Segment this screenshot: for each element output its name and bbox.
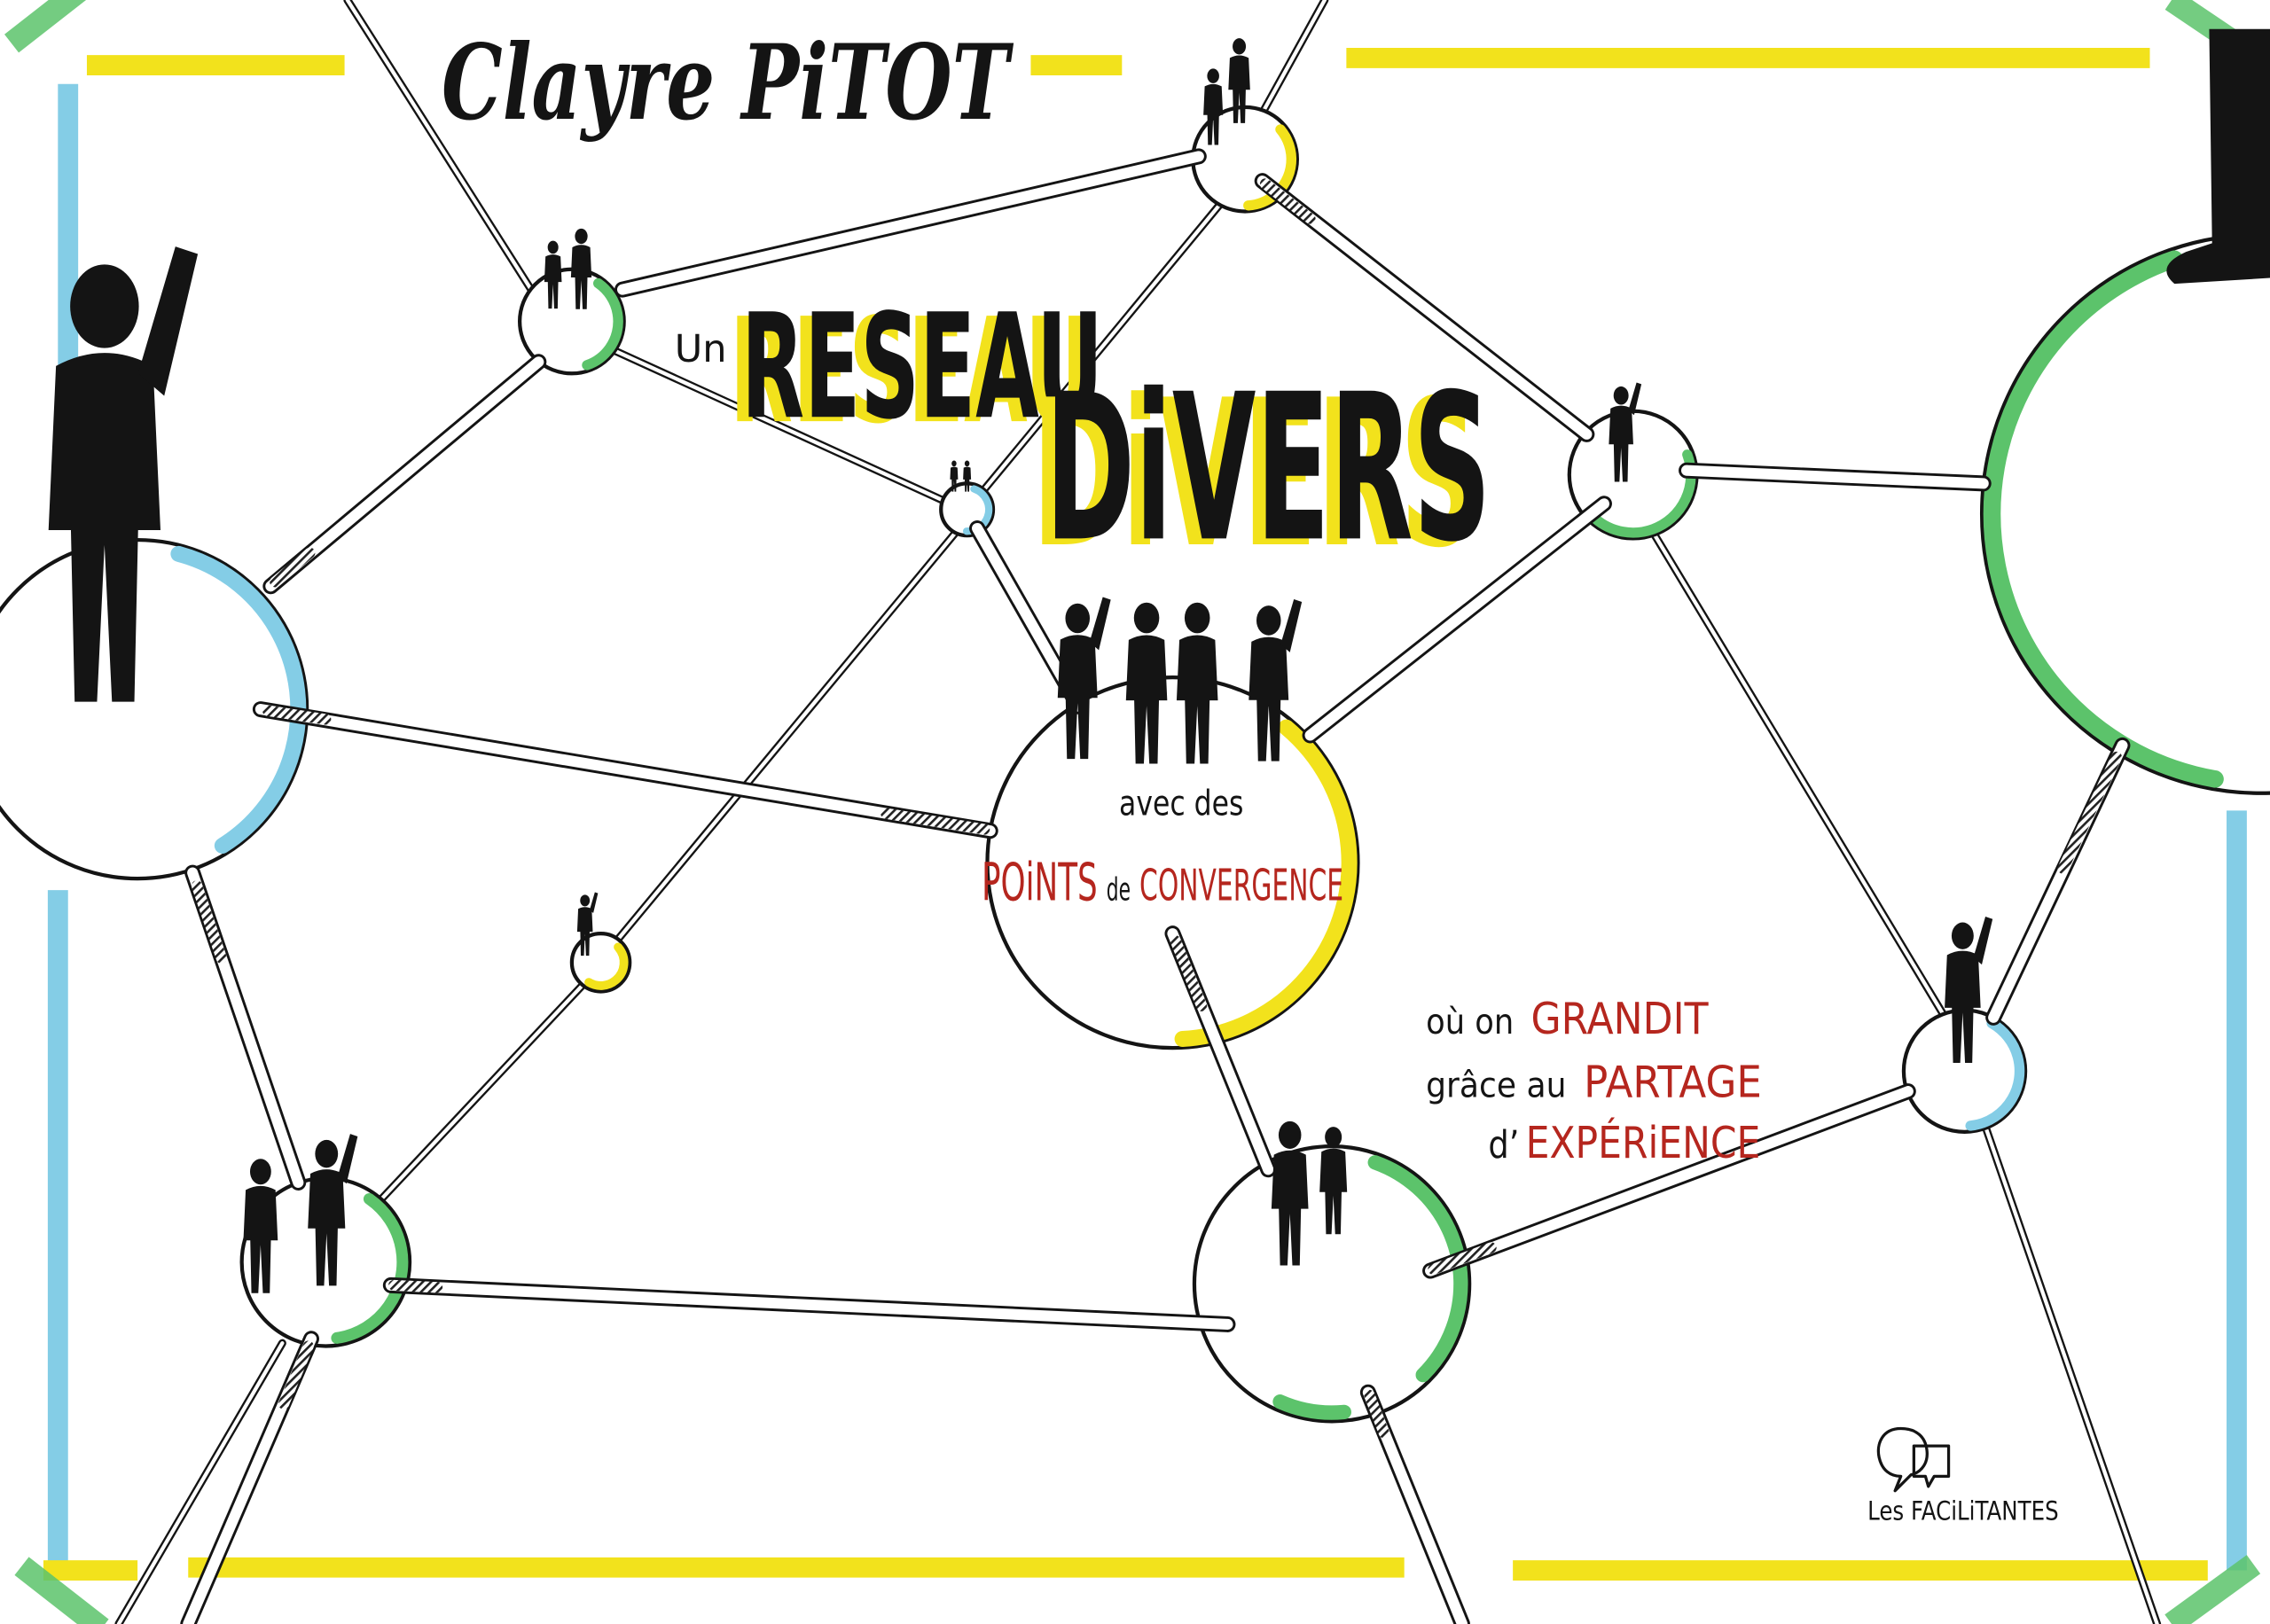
giant-figure-legs: [2166, 28, 2270, 285]
connection-tube: [1359, 1384, 1470, 1624]
connection-tube: [1164, 925, 1277, 1178]
growth-line-2-prefix: grâce au: [1426, 1066, 1566, 1106]
connection-line: [114, 1339, 286, 1624]
connection-line: [1982, 1125, 2162, 1624]
connection-tube: [1254, 173, 1595, 442]
growth-line-3-prefix: d’: [1488, 1124, 1519, 1167]
convergence-word: CONVERGENCE: [1139, 861, 1343, 911]
connection-line: [613, 528, 960, 945]
convergence-label: POiNTS de CONVERGENCE: [982, 852, 1343, 913]
growth-line-2-highlight: PARTAGE: [1584, 1058, 1762, 1108]
convergence-node: [985, 675, 1360, 1050]
connection-line: [609, 346, 948, 505]
network-node-large: [1980, 232, 2270, 795]
connection-line: [343, 0, 540, 301]
growth-line-1-highlight: GRANDIT: [1530, 994, 1709, 1044]
node-accent: [1195, 1147, 1468, 1420]
connection-line: [375, 980, 588, 1206]
headline-reseau-highlight: RESEAU: [730, 286, 1092, 456]
people-figures: [48, 28, 2270, 1293]
logo-text: Les FACiLiTANTES: [1867, 1495, 2059, 1526]
connection-tube: [1302, 496, 1612, 744]
growth-line-2: grâce au PARTAGE: [1426, 1058, 1762, 1108]
node-accent: [243, 1179, 409, 1345]
headline-un: Un: [675, 328, 727, 371]
node-accent: [988, 677, 1358, 1048]
node-accent: [520, 269, 623, 373]
corner-tape: [14, 1557, 109, 1624]
convergence-points: POiNTS: [982, 852, 1098, 913]
author-name: Clayre PiTOT: [442, 21, 1014, 144]
node-accent: [573, 934, 629, 990]
headline-divers-highlight: DiVERS: [1032, 356, 1478, 592]
growth-line-1: où on GRANDIT: [1426, 994, 1709, 1044]
connection-tube: [614, 148, 1207, 298]
connection-tube: [1985, 737, 2131, 1026]
convergence-intro: avec des: [1119, 784, 1243, 824]
node-accent: [1569, 411, 1696, 538]
headline-divers: DiVERS: [1045, 350, 1491, 586]
connection-line: [1649, 528, 1949, 1020]
connection-line: [1258, 0, 1329, 117]
connection-tube: [180, 1331, 319, 1624]
growth-line-3: d’ EXPÉRiENCE: [1488, 1116, 1760, 1168]
connection-tube: [184, 864, 307, 1191]
growth-line-3-highlight: EXPÉRiENCE: [1526, 1116, 1761, 1168]
corner-tape: [4, 0, 111, 53]
convergence-de: de: [1107, 872, 1131, 909]
connection-line: [980, 201, 1224, 494]
thin-connections: [114, 0, 2162, 1624]
text-layer: Clayre PiTOT Un RESEAU RESEAU DiVERS DiV…: [442, 21, 1762, 1168]
headline-reseau: RESEAU: [741, 282, 1103, 451]
node-accent: [1195, 1147, 1468, 1420]
connection-tube: [262, 354, 547, 595]
node-accent: [1983, 236, 2270, 792]
connection-tube: [382, 1277, 1236, 1332]
connection-tube: [1679, 462, 1992, 492]
connection-tube: [252, 701, 998, 839]
connection-tube: [1422, 1083, 1916, 1279]
facilitantes-logo: Les FACiLiTANTES: [1867, 1426, 2059, 1526]
growth-line-1-prefix: où on: [1426, 1003, 1514, 1042]
node-accent: [942, 484, 993, 535]
speech-bubbles-icon: [1876, 1426, 1951, 1493]
frame-markers: [4, 0, 2270, 1624]
corner-tape: [2164, 1555, 2261, 1624]
node-accent: [0, 540, 307, 878]
